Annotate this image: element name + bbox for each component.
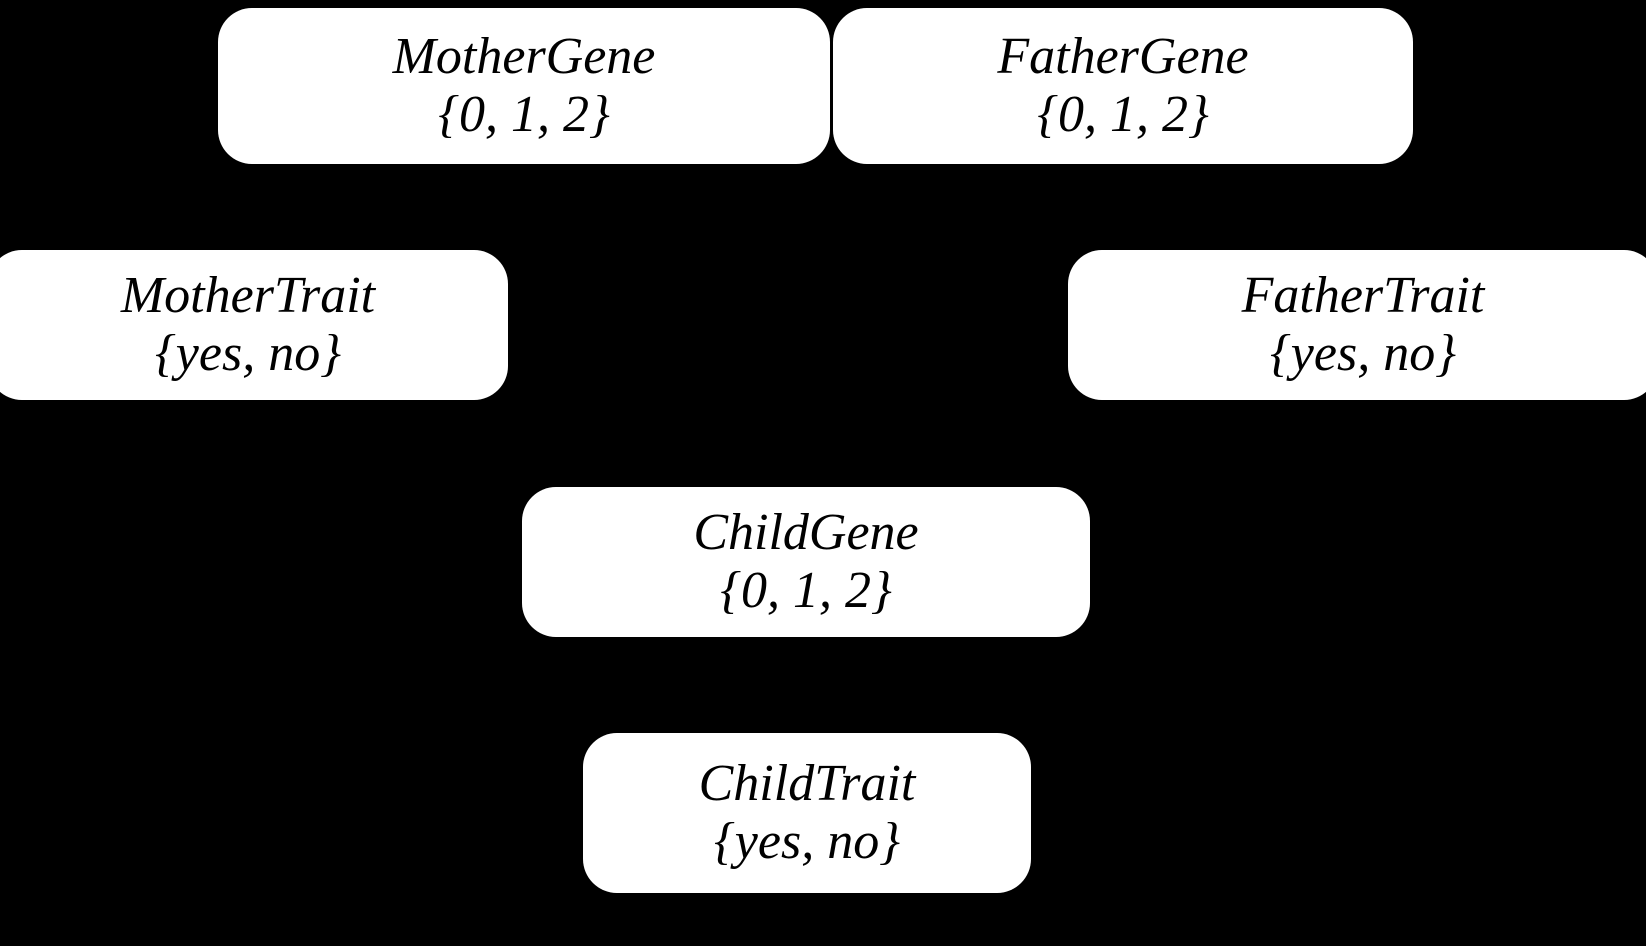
node-child-gene-title: ChildGene — [693, 503, 919, 561]
node-mother-gene[interactable]: MotherGene {0, 1, 2} — [218, 8, 830, 164]
node-child-gene-domain: {0, 1, 2} — [720, 562, 892, 619]
node-child-trait-domain: {yes, no} — [714, 813, 900, 870]
node-mother-trait-domain: {yes, no} — [155, 325, 341, 382]
node-father-gene-title: FatherGene — [997, 27, 1249, 85]
node-father-trait[interactable]: FatherTrait {yes, no} — [1068, 250, 1646, 400]
node-father-trait-domain: {yes, no} — [1270, 325, 1456, 382]
node-father-gene[interactable]: FatherGene {0, 1, 2} — [833, 8, 1413, 164]
node-mother-trait-title: MotherTrait — [120, 266, 376, 324]
node-child-trait-title: ChildTrait — [698, 754, 916, 812]
node-mother-gene-domain: {0, 1, 2} — [438, 86, 610, 143]
node-father-trait-title: FatherTrait — [1241, 266, 1485, 324]
node-mother-trait[interactable]: MotherTrait {yes, no} — [0, 250, 508, 400]
node-child-gene[interactable]: ChildGene {0, 1, 2} — [522, 487, 1090, 637]
node-father-gene-domain: {0, 1, 2} — [1037, 86, 1209, 143]
node-mother-gene-title: MotherGene — [392, 27, 656, 85]
node-child-trait[interactable]: ChildTrait {yes, no} — [583, 733, 1031, 893]
